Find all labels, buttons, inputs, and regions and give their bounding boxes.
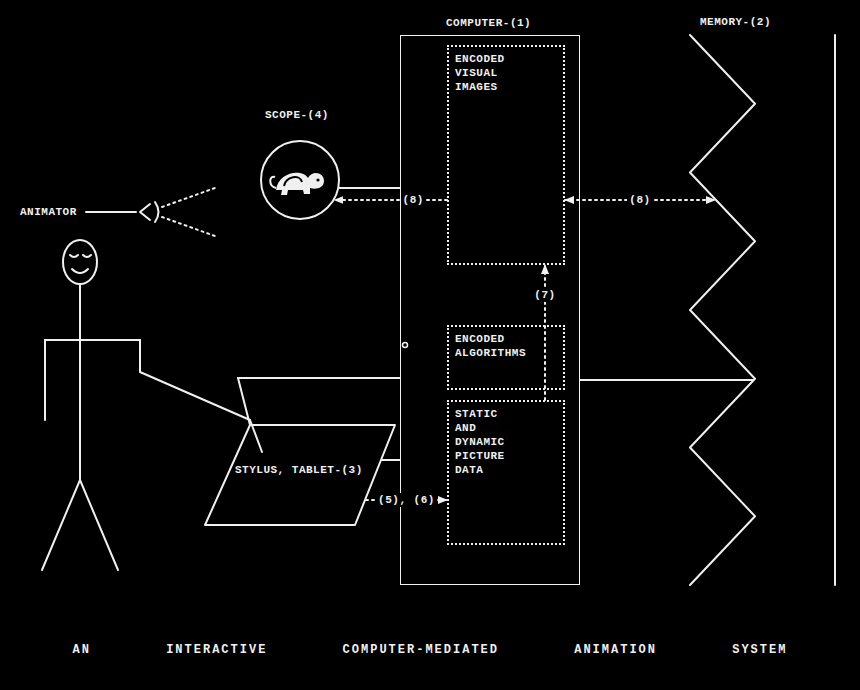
connector-line bbox=[339, 187, 400, 189]
sight-ray bbox=[162, 188, 215, 207]
data-flow-arrow bbox=[334, 199, 447, 201]
connector-line bbox=[382, 459, 400, 461]
node-heading: MEMORY-(2) bbox=[700, 15, 771, 29]
scope-display-outline bbox=[260, 140, 340, 220]
callout-number: (7) bbox=[532, 288, 557, 302]
stray-dot bbox=[403, 343, 408, 348]
connector-line bbox=[238, 377, 400, 379]
eye-symbol bbox=[155, 202, 159, 222]
eye-symbol bbox=[140, 204, 150, 220]
animator-leg bbox=[80, 480, 118, 570]
animator-body bbox=[79, 284, 81, 480]
memory-region: ENCODED VISUAL IMAGES bbox=[447, 45, 565, 265]
turtle-shell-mark bbox=[284, 177, 302, 186]
node-label: STATIC AND DYNAMIC PICTURE DATA bbox=[449, 402, 511, 477]
animator-leg bbox=[42, 480, 80, 570]
animator-eye bbox=[70, 255, 78, 257]
memory-region: ENCODED ALGORITHMS bbox=[447, 325, 565, 390]
animator-shoulders bbox=[45, 339, 140, 341]
tablet-shape: STYLUS, TABLET-(3) bbox=[205, 375, 395, 525]
node-label: STYLUS, TABLET-(3) bbox=[235, 463, 363, 477]
tablet-shape-outline bbox=[205, 375, 395, 525]
figure-label: ANIMATOR bbox=[20, 205, 77, 219]
memory-unit-outline bbox=[685, 35, 840, 585]
data-flow-arrow bbox=[544, 265, 546, 400]
scope-display: SCOPE-(4) bbox=[260, 140, 340, 220]
memory-edge bbox=[834, 35, 836, 585]
tablet-parallelogram bbox=[205, 425, 395, 525]
callout-number: (8) bbox=[627, 193, 652, 207]
tablet-flap bbox=[238, 378, 250, 425]
animator-arm bbox=[44, 340, 46, 420]
leader-line bbox=[86, 211, 136, 213]
connector-line bbox=[580, 379, 753, 381]
animator-smile bbox=[72, 269, 88, 273]
sight-ray bbox=[162, 217, 215, 236]
scope-circle bbox=[261, 141, 339, 219]
turtle-figure bbox=[276, 173, 324, 195]
callout-number: (5), (6) bbox=[376, 493, 437, 507]
animator-eye bbox=[83, 255, 91, 257]
animator-arm bbox=[140, 340, 250, 420]
node-label: ENCODED VISUAL IMAGES bbox=[449, 47, 511, 94]
node-heading: COMPUTER-(1) bbox=[446, 16, 531, 30]
figure-caption: AN INTERACTIVE COMPUTER-MEDIATED ANIMATI… bbox=[0, 642, 860, 658]
memory-unit: MEMORY-(2) bbox=[685, 35, 840, 585]
callout-number: (8) bbox=[401, 193, 426, 207]
memory-region: STATIC AND DYNAMIC PICTURE DATA bbox=[447, 400, 565, 545]
turtle-eye bbox=[316, 178, 319, 181]
animator-head bbox=[63, 240, 97, 284]
memory-zigzag bbox=[690, 35, 755, 585]
node-label: ENCODED ALGORITHMS bbox=[449, 327, 532, 360]
node-heading: SCOPE-(4) bbox=[265, 108, 329, 122]
turtle-tail bbox=[270, 177, 276, 188]
